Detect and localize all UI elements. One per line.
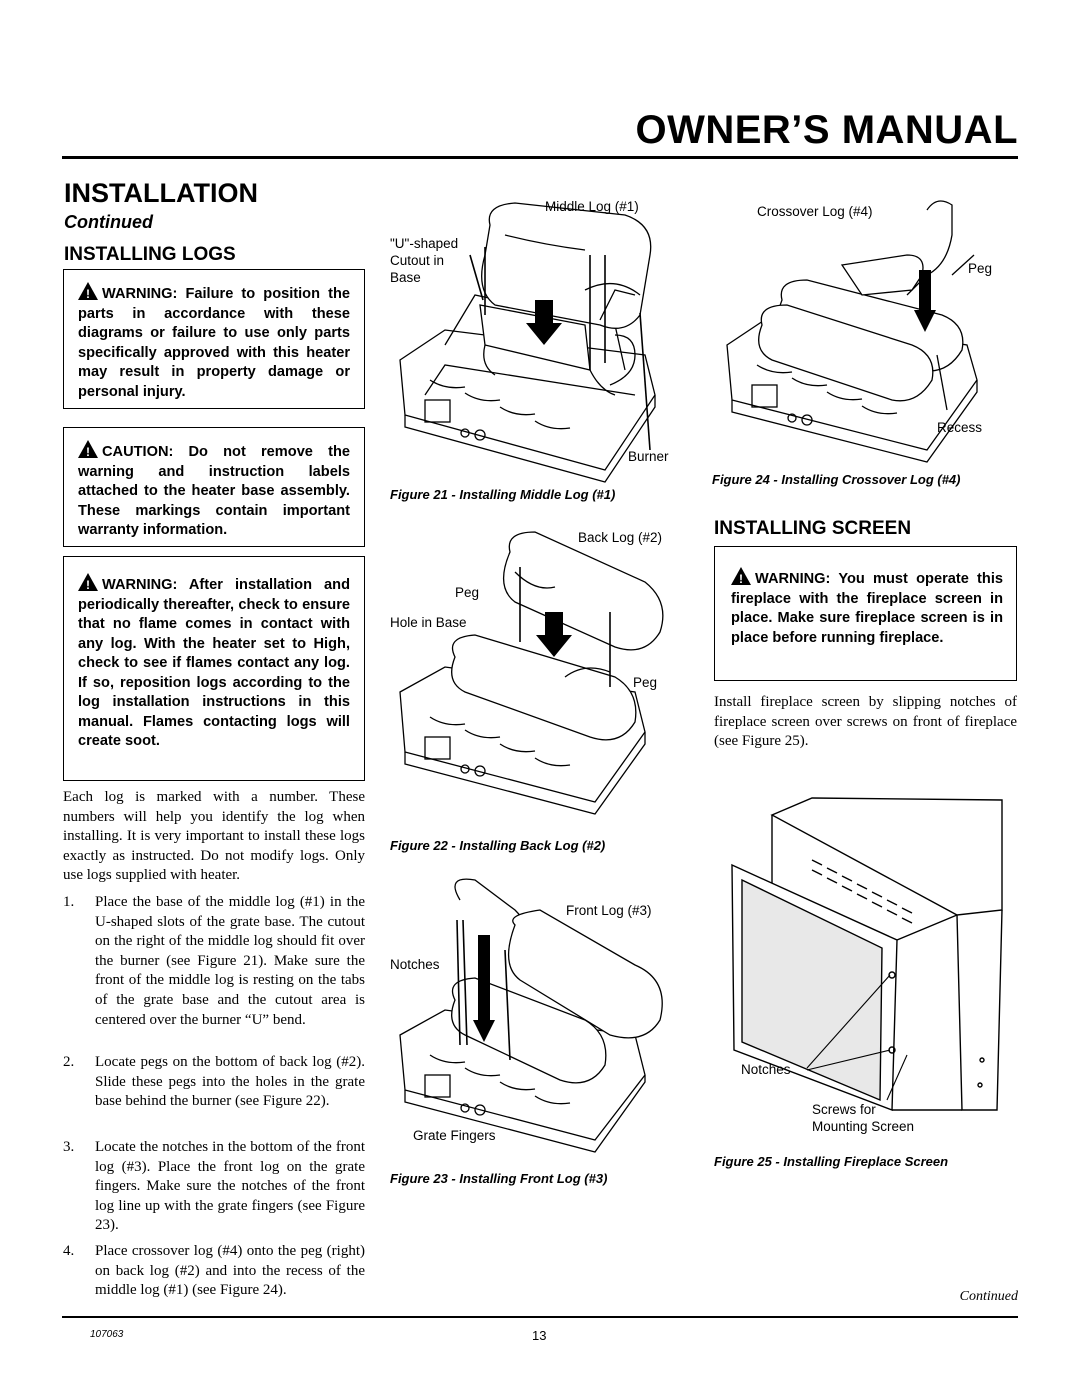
warning-text-1: WARNING: Failure to position the parts i…	[78, 282, 350, 402]
arrow-4-icon	[914, 310, 936, 332]
logs-intro: Each log is marked with a number. These …	[63, 789, 365, 884]
label-peg-right: Peg	[633, 675, 658, 690]
footer-rule	[62, 1316, 1018, 1318]
step-number: 3.	[63, 1139, 75, 1155]
label-back-log: Back Log (#2)	[578, 530, 663, 545]
figure-22-caption: Figure 22 - Installing Back Log (#2)	[390, 838, 606, 853]
label-screws-1: Screws for	[812, 1102, 876, 1117]
figure-24-illustration	[726, 200, 978, 463]
figure-22-illustration	[399, 531, 664, 815]
screen-body: Install fireplace screen by slipping not…	[714, 694, 1017, 750]
step-number: 2.	[63, 1054, 75, 1070]
list-item: 2. Locate pegs on the bottom of back log…	[63, 1053, 365, 1137]
installing-logs-heading: INSTALLING LOGS	[64, 244, 236, 265]
label-front-log: Front Log (#3)	[566, 903, 652, 918]
caution-triangle-icon	[78, 440, 98, 463]
warning-2-text: WARNING: After installation and periodic…	[78, 577, 350, 749]
label-recess: Recess	[937, 420, 983, 435]
figure-21-illustration	[399, 202, 656, 483]
label-peg: Peg	[968, 261, 993, 276]
warning-2-wrap: WARNING: After installation and periodic…	[78, 573, 350, 752]
page-number: 13	[532, 1328, 547, 1343]
arrow-2-icon	[536, 612, 572, 657]
figure-25-caption: Figure 25 - Installing Fireplace Screen	[714, 1154, 949, 1169]
label-notches: Notches	[390, 957, 440, 972]
step-number: 4.	[63, 1243, 75, 1259]
step-text: Locate the notches in the bottom of the …	[95, 1139, 365, 1234]
arrow-3-icon	[473, 1020, 495, 1042]
step-text: Place the base of the middle log (#1) in…	[95, 894, 365, 1028]
warning-box-1: WARNING: Failure to position the parts i…	[63, 269, 365, 409]
label-cutout-3: Base	[390, 270, 421, 285]
screen-warning-text: WARNING: You must operate this fireplace…	[731, 571, 1003, 646]
list-item: 3. Locate the notches in the bottom of t…	[63, 1138, 365, 1238]
figure-23-illustration	[399, 878, 663, 1153]
figure-24: Crossover Log (#4) Peg Recess Figure 24 …	[712, 195, 1020, 495]
warning-triangle-icon	[731, 567, 751, 590]
warning-triangle-icon	[78, 282, 98, 305]
caution-text: CAUTION: Do not remove the warning and i…	[78, 444, 350, 538]
label-middle-log: Middle Log (#1)	[545, 199, 639, 214]
installing-screen-heading: INSTALLING SCREEN	[714, 518, 912, 539]
label-burner: Burner	[628, 449, 669, 464]
warning-triangle-icon	[78, 573, 98, 596]
label-screws-2: Mounting Screen	[812, 1119, 915, 1134]
section-title: INSTALLATION	[64, 178, 258, 208]
figure-22: Back Log (#2) Peg Hole in Base Peg Figur…	[385, 527, 685, 857]
label-cutout-2: Cutout in	[390, 253, 445, 268]
manual-title: OWNER’S MANUAL	[635, 108, 1018, 152]
figure-21: Middle Log (#1) "U"-shaped Cutout in Bas…	[385, 195, 685, 515]
warning-box-screen: WARNING: You must operate this fireplace…	[714, 546, 1017, 681]
label-crossover-log: Crossover Log (#4)	[757, 204, 873, 219]
figure-24-caption: Figure 24 - Installing Crossover Log (#4…	[712, 472, 961, 487]
doc-number: 107063	[90, 1329, 124, 1340]
label-grate-fingers: Grate Fingers	[413, 1128, 496, 1143]
warning-box-2: WARNING: After installation and periodic…	[63, 556, 365, 781]
list-item: 1. Place the base of the middle log (#1)…	[63, 893, 365, 1059]
figure-25: Notches Screws for Mounting Screen Figur…	[712, 780, 1020, 1180]
caution-box: CAUTION: Do not remove the warning and i…	[63, 427, 365, 547]
screen-warning-wrap: WARNING: You must operate this fireplace…	[731, 567, 1003, 648]
step-text: Locate pegs on the bottom of back log (#…	[95, 1054, 365, 1110]
section-subtitle: Continued	[64, 212, 153, 232]
figure-23: Front Log (#3) Notches Grate Fingers Fig…	[385, 870, 685, 1190]
step-text: Place crossover log (#4) onto the peg (r…	[95, 1243, 365, 1299]
label-cutout-1: "U"-shaped	[390, 236, 459, 251]
arrow-1-icon	[526, 300, 562, 345]
list-item: 4. Place crossover log (#4) onto the peg…	[63, 1242, 365, 1306]
figure-23-caption: Figure 23 - Installing Front Log (#3)	[390, 1171, 608, 1186]
figure-21-caption: Figure 21 - Installing Middle Log (#1)	[390, 487, 616, 502]
header-rule	[62, 156, 1018, 159]
label-notches: Notches	[741, 1062, 791, 1077]
continued-note: Continued	[959, 1289, 1018, 1304]
label-peg-left: Peg	[455, 585, 480, 600]
caution-text-wrap: CAUTION: Do not remove the warning and i…	[78, 440, 350, 541]
figure-25-illustration	[731, 797, 1003, 1112]
step-number: 1.	[63, 894, 75, 910]
label-hole-in-base: Hole in Base	[390, 615, 467, 630]
warning-1-text: WARNING: Failure to position the parts i…	[78, 286, 350, 400]
